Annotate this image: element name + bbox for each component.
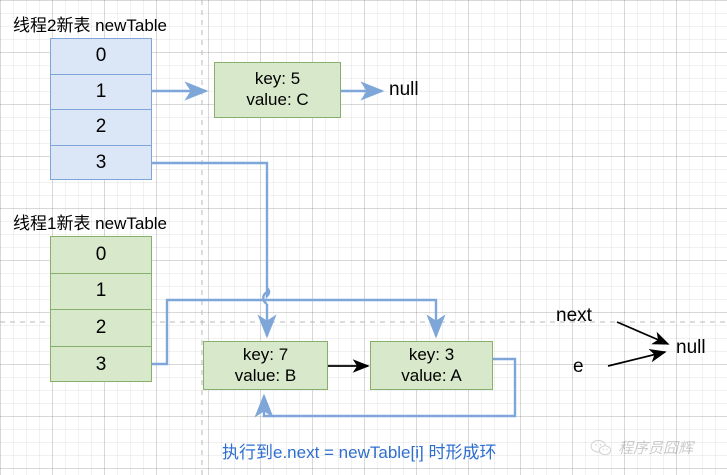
- e-label: e: [573, 356, 584, 377]
- wechat-icon: [590, 439, 612, 457]
- table-thread2[interactable]: 0 1 2 3: [50, 38, 152, 180]
- table-thread1-cell-3[interactable]: 3: [95, 353, 107, 375]
- node-key7-key: key: 7: [242, 344, 289, 364]
- node-key3-valueA[interactable]: key: 3 value: A: [370, 341, 493, 390]
- node-key7-valueB[interactable]: key: 7 value: B: [203, 341, 328, 390]
- node-key3-key: key: 3: [408, 344, 455, 364]
- node-key5-key: key: 5: [254, 69, 301, 89]
- wire-t2row3-hop: [262, 290, 268, 306]
- wire-e-to-null: [607, 349, 667, 367]
- watermark-text: 程序员囧辉: [618, 440, 694, 457]
- table-thread1-title: 线程1新表 newTable: [13, 214, 168, 233]
- null-label-top: null: [389, 79, 419, 100]
- table-thread2-cell-1[interactable]: 1: [51, 75, 151, 110]
- node-key3-value: value: A: [401, 365, 462, 385]
- table-thread1-cell-2[interactable]: 2: [51, 310, 151, 347]
- node-key7-value: value: B: [234, 365, 297, 385]
- table-thread1-cell-1[interactable]: 1: [51, 274, 151, 310]
- table-thread1-cell-0[interactable]: 0: [51, 237, 151, 274]
- node-key5-value: value: C: [246, 90, 309, 109]
- table-thread2-title: 线程2新表 newTable: [13, 16, 168, 35]
- wire-t2row3-to-nodeB: [152, 161, 269, 336]
- wire-cycle-nodeA-to-nodeB: [254, 357, 517, 418]
- next-label: next: [556, 305, 592, 326]
- wire-t1row3-to-nodeA: [152, 298, 446, 366]
- node-key5-valueC[interactable]: key: 5 value: C: [214, 62, 341, 118]
- wire-next-to-null: [616, 321, 670, 345]
- table-thread2-cell-2[interactable]: 2: [51, 110, 151, 146]
- diagram-caption: 执行到e.next = newTable[i] 时形成环: [222, 443, 497, 462]
- table-thread2-cell-3[interactable]: 3: [95, 152, 107, 174]
- table-thread2-cell-0[interactable]: 0: [51, 39, 151, 75]
- watermark: 程序员囧辉: [590, 437, 693, 458]
- table-thread1[interactable]: 0 1 2 3: [50, 236, 152, 382]
- null-label-right: null: [676, 337, 706, 358]
